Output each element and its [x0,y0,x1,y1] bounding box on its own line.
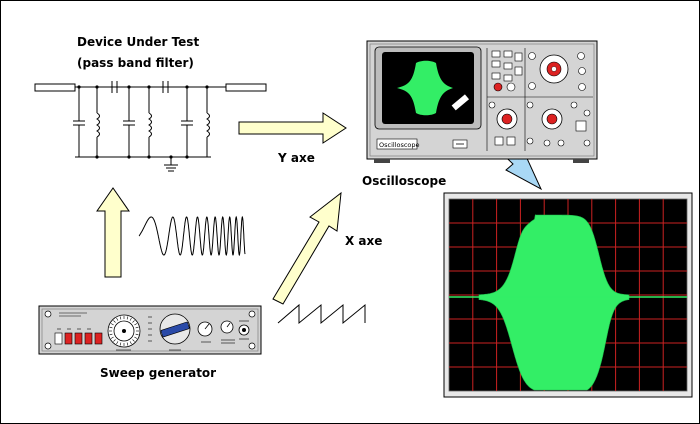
arrow-generator-to-filter [96,187,130,278]
sweep-signal-waveform [138,215,246,257]
frequency-response-trace [478,214,630,391]
filter-schematic [34,81,267,172]
output-terminal [225,83,267,92]
sweep-generator-device [38,305,262,355]
oscilloscope-label: Oscilloscope [362,174,447,188]
dut-subtitle: (pass band filter) [77,56,194,70]
schematic-junctions [77,85,209,159]
arrow-filter-to-oscilloscope [238,112,347,144]
enlarged-screen [443,192,693,398]
arrow-generator-to-oscilloscope [272,191,342,305]
input-terminal [34,83,76,92]
oscilloscope-device: Oscilloscope [366,40,598,163]
sawtooth-waveform [277,303,366,325]
oscilloscope-small-trace [397,60,453,116]
sweep-generator-label: Sweep generator [100,366,217,380]
dut-title: Device Under Test [77,35,200,49]
x-axis-label: X axe [345,234,383,248]
oscilloscope-brand-text: Oscilloscope [379,141,420,149]
y-axis-label: Y axe [278,151,315,165]
